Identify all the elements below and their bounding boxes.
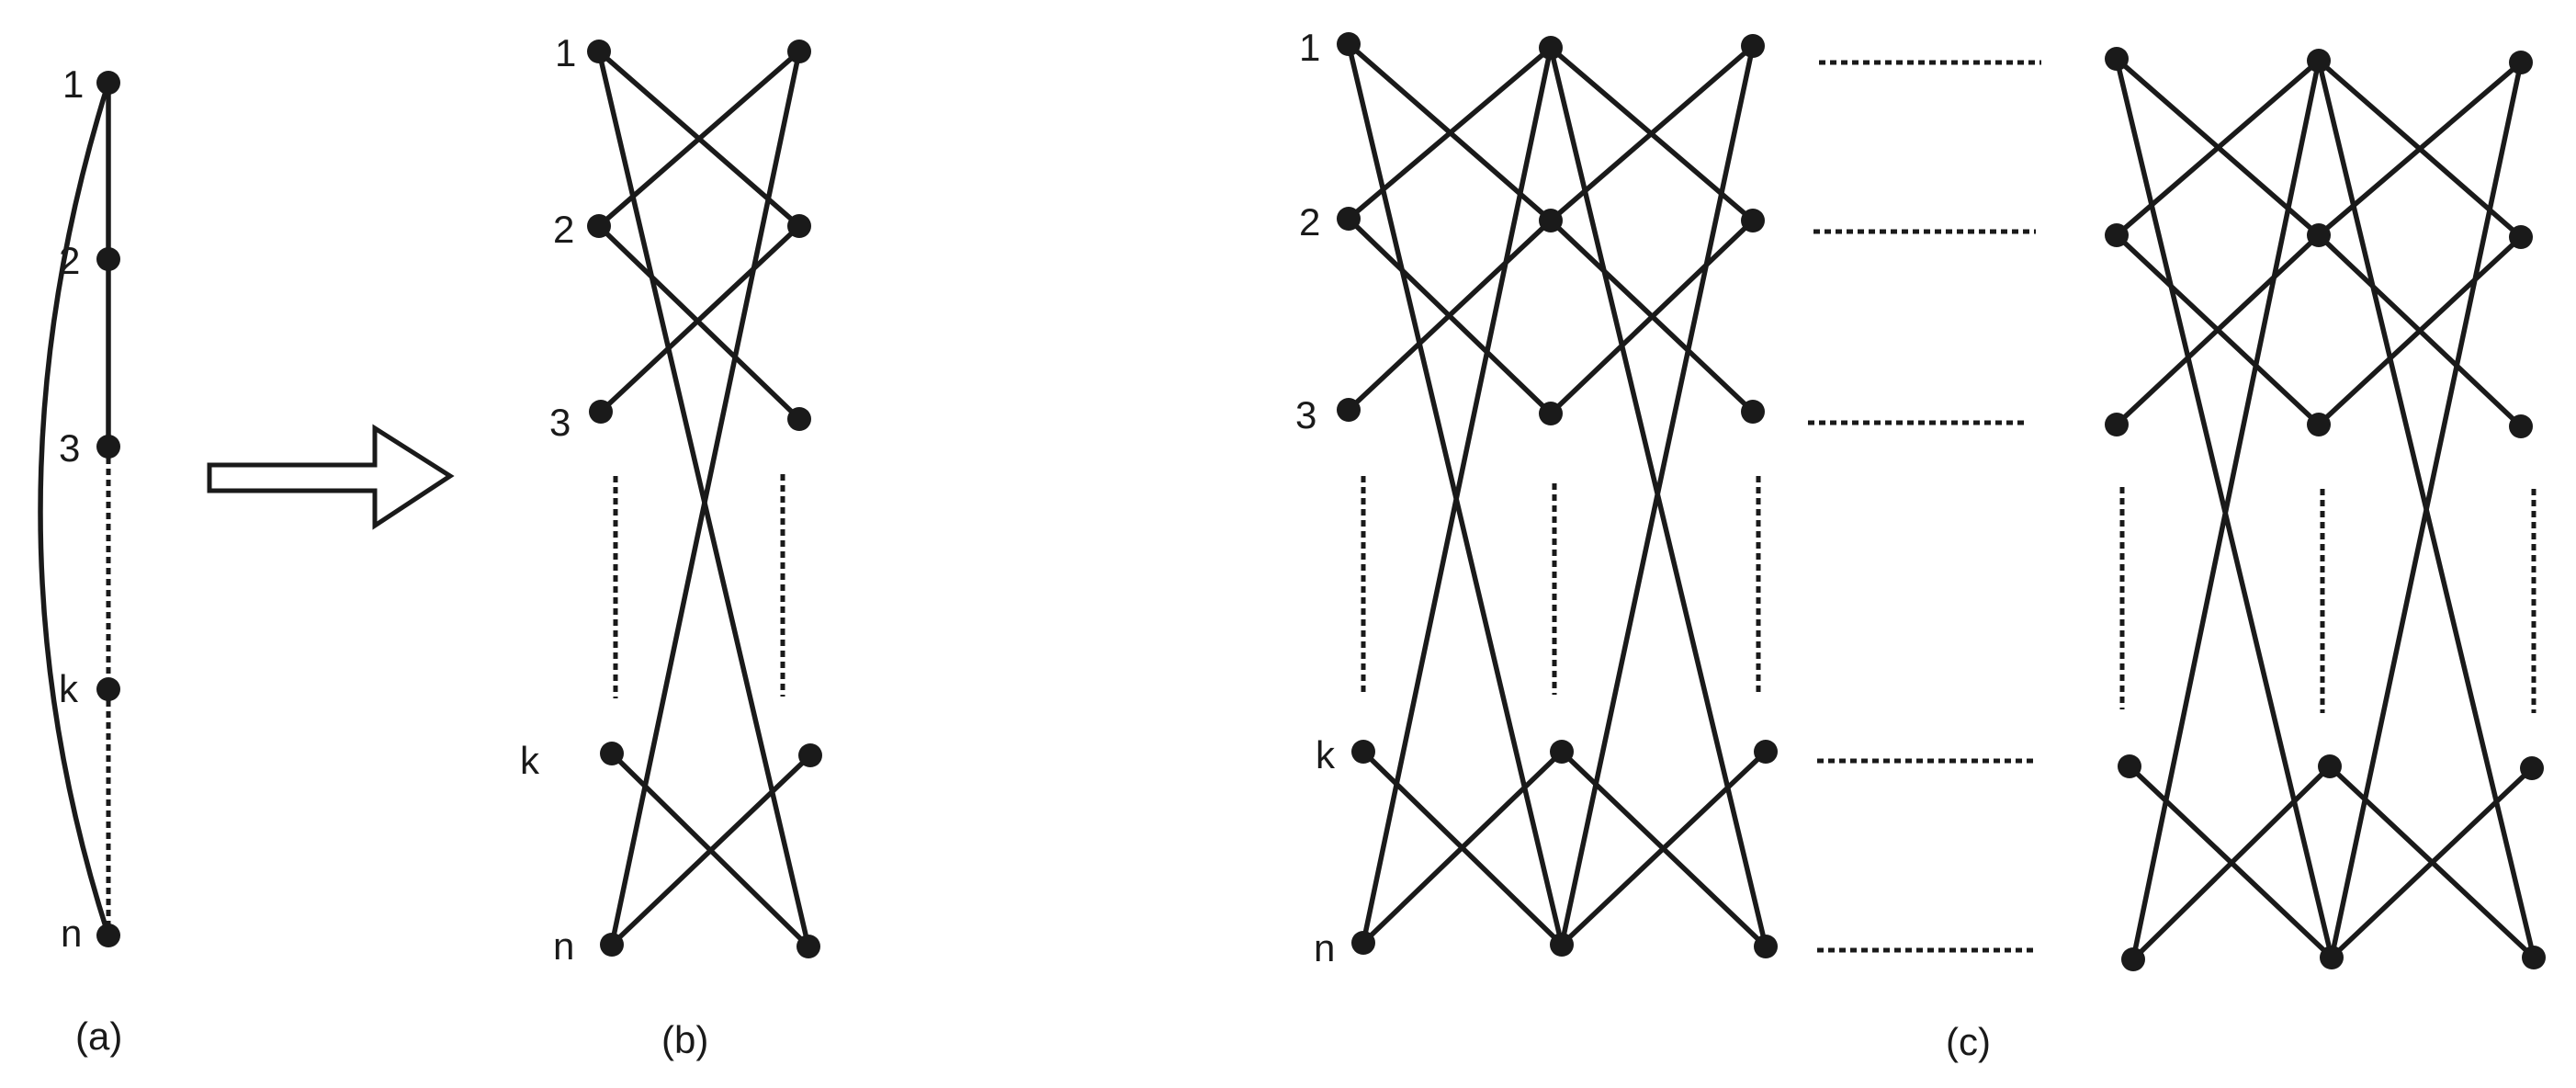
panel-b-node-1-left: [587, 40, 611, 63]
panel-b-edge: [609, 753, 813, 947]
panel-c-node: [2522, 946, 2546, 969]
panel-c-edge: [1548, 218, 1756, 416]
panel-b-node-1-right: [787, 40, 811, 63]
panel-a-label-1: 1: [62, 62, 84, 106]
panel-b-node-k-left: [600, 742, 624, 765]
caption-a: (a): [75, 1014, 122, 1058]
panel-c-edge: [2114, 58, 2322, 238]
panel-c-node: [1337, 207, 1361, 231]
panel-c-edge: [1361, 749, 1565, 946]
panel-c-label-n: n: [1314, 926, 1335, 969]
panel-c-node: [2320, 946, 2344, 969]
panel-c-edge: [2329, 765, 2535, 960]
panel-c-node: [1754, 740, 1778, 764]
panel-c-edge: [1361, 45, 1554, 946]
panel-b-edge: [600, 223, 802, 413]
panel-c-edge: [2316, 60, 2524, 238]
panel-b-edge: [609, 49, 802, 947]
panel-c-node: [1351, 740, 1375, 764]
panel-c-edge: [1346, 218, 1554, 413]
panel-c-edge: [2114, 232, 2322, 427]
panel-c-node: [1539, 36, 1563, 60]
panel-c-node: [1539, 402, 1563, 425]
panel-c-node: [1741, 209, 1765, 232]
panel-a-label-3: 3: [59, 426, 80, 470]
panel-c-node: [2509, 225, 2533, 249]
panel-c-node: [1337, 398, 1361, 422]
panel-c-node: [1539, 209, 1563, 232]
panel-c-node: [2105, 413, 2129, 436]
panel-c-node: [2509, 414, 2533, 438]
panel-b-node-2-right: [787, 214, 811, 238]
panel-c-edge: [2130, 764, 2333, 962]
panel-c-node: [1741, 400, 1765, 424]
panel-c-node: [2307, 413, 2331, 436]
panel-b-node-k-right: [798, 743, 822, 767]
panel-c-node: [1741, 34, 1765, 58]
panel-c-node: [2318, 754, 2342, 778]
panel-c-node: [2509, 51, 2533, 74]
panel-b-node-n-right: [797, 935, 820, 958]
panel-c-edge: [1559, 749, 1768, 947]
panel-c-edge: [2316, 234, 2524, 427]
panel-b-label-n: n: [553, 924, 574, 968]
panel-c-node: [2307, 223, 2331, 247]
panel-a-label-2: 2: [59, 239, 80, 282]
panel-c-node: [1754, 935, 1778, 958]
panel-b-label-3: 3: [549, 401, 571, 444]
panel-c-node: [1550, 933, 1574, 957]
panel-a-node-2: [96, 247, 120, 271]
panel-c-left-block: 1 2 3 k n: [1295, 26, 1778, 969]
panel-c-edge: [1346, 45, 1554, 221]
panel-b: 1 2 3 k n (b): [520, 31, 822, 1061]
panel-c-label-1: 1: [1299, 26, 1320, 69]
panel-c-node: [2307, 49, 2331, 73]
panel-b-label-k: k: [520, 739, 540, 782]
panel-b-node-2-left: [587, 214, 611, 238]
panel-c-right-block: [2105, 47, 2546, 971]
panel-c-node: [2105, 47, 2129, 71]
panel-b-node-n-left: [600, 933, 624, 957]
panel-c-node: [1337, 32, 1361, 56]
panel-c-node: [1351, 931, 1375, 955]
panel-b-label-2: 2: [553, 208, 574, 251]
panel-b-edge: [596, 49, 802, 229]
panel-c-node: [2118, 754, 2141, 778]
panel-c-node: [2105, 223, 2129, 247]
panel-a-label-k: k: [59, 667, 79, 710]
transform-arrow-icon: [207, 424, 455, 530]
panel-b-label-1: 1: [555, 31, 576, 74]
caption-b: (b): [661, 1018, 708, 1061]
panel-c-node: [2121, 947, 2145, 971]
panel-b-node-3-left: [589, 400, 613, 424]
panel-c-label-2: 2: [1299, 200, 1320, 244]
panel-c-edge: [1559, 43, 1756, 947]
panel-b-node-3-right: [787, 407, 811, 431]
caption-c: (c): [1946, 1020, 1991, 1063]
panel-c-label-3: 3: [1295, 393, 1316, 436]
panel-a-node-3: [96, 435, 120, 459]
panel-c-label-k: k: [1316, 733, 1336, 776]
panel-c-edge: [2130, 58, 2322, 962]
panel-a-node-k: [96, 677, 120, 701]
panel-a: 1 2 3 k n (a): [38, 62, 122, 1058]
panel-a-node-1: [96, 71, 120, 95]
panel-c-edge: [2329, 60, 2524, 960]
panel-a-node-n: [96, 924, 120, 947]
panel-c-horizontal-ellipsis: [1808, 60, 2041, 953]
panel-c-node: [2520, 756, 2544, 780]
panel-c-edge: [1548, 43, 1756, 223]
panel-a-curved-edge: [38, 80, 111, 938]
panel-a-label-n: n: [61, 912, 82, 955]
panel-c-node: [1550, 740, 1574, 764]
